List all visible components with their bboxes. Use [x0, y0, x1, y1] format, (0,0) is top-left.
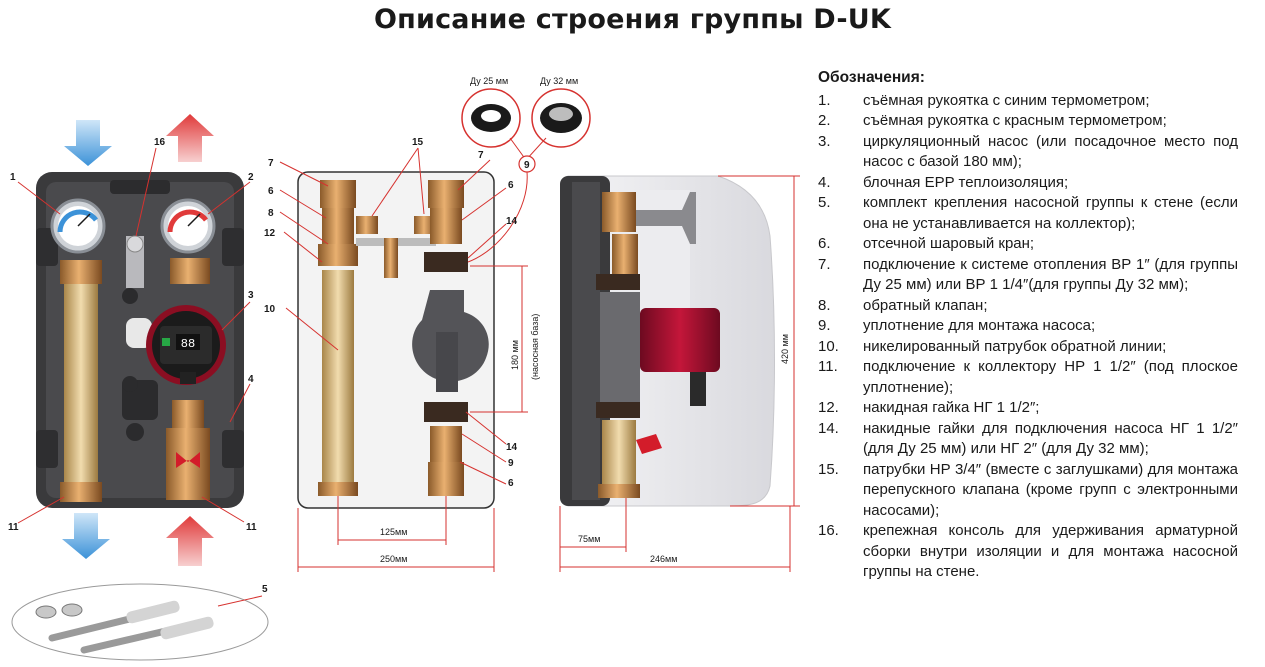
seal-label-du32: Ду 32 мм	[540, 76, 578, 86]
legend-item: 1. съёмная рукоятка с синим термометром;	[818, 91, 1238, 112]
hot-outflow-arrow-top	[166, 114, 214, 162]
legend-item: 9. уплотнение для монтажа насоса;	[818, 316, 1238, 337]
pump-display-value: 88	[181, 337, 195, 351]
dim-250mm: 250мм	[380, 554, 407, 564]
callout-14-bottom: 14	[506, 442, 518, 453]
legend-list: 1. съёмная рукоятка с синим термометром; 2…	[818, 91, 1238, 583]
legend-item-text: подключение к коллектору НР 1 1/2″ (под …	[863, 358, 1238, 396]
legend-item-text: уплотнение для монтажа насоса;	[863, 317, 1096, 334]
side-pump-motor	[640, 308, 720, 372]
legend: Обозначения: 1. съёмная рукоятка с синим …	[818, 68, 1238, 583]
legend-item-number: 12.	[818, 399, 839, 416]
legend-item-number: 16.	[818, 522, 839, 539]
legend-item-text: подключение к системе отопления ВР 1″ (д…	[863, 255, 1238, 294]
legend-item: 8. обратный клапан;	[818, 296, 1238, 317]
wall-mount-kit: 5	[11, 583, 269, 661]
exploded-view	[297, 171, 495, 509]
cold-outflow-arrow-bottom	[62, 513, 110, 559]
seal-label-du25: Ду 25 мм	[470, 76, 508, 86]
middle-callouts: 7 6 8 12 10 15 7 6 14 14 9 6	[264, 137, 518, 489]
legend-item-number: 7.	[818, 255, 831, 273]
callout-9-top: 9	[524, 160, 530, 171]
legend-item-text: блочная EPP теплоизоляция;	[863, 173, 1069, 191]
legend-item-number: 5.	[818, 194, 831, 211]
legend-item-number: 14.	[818, 419, 839, 437]
callout-6-bottom: 6	[508, 478, 514, 489]
side-handle	[636, 192, 696, 244]
callout-6-right: 6	[508, 180, 514, 191]
legend-item-text: крепежная консоль для удерживания армату…	[863, 522, 1238, 580]
legend-item: 6. отсечной шаровый кран;	[818, 234, 1238, 255]
legend-item: 11. подключение к коллектору НР 1 1/2″ (п…	[818, 357, 1238, 398]
middle-dimensions	[297, 265, 528, 572]
exploded-return-tube	[322, 270, 354, 492]
callout-2: 2	[248, 172, 254, 183]
legend-item: 5. комплект крепления насосной группы к с…	[818, 193, 1238, 234]
legend-item-number: 2.	[818, 112, 831, 129]
legend-item: 12. накидная гайка НГ 1 1/2″;	[818, 398, 1238, 419]
legend-item: 14. накидные гайки для подключения насоса…	[818, 419, 1238, 460]
return-tube	[64, 282, 98, 494]
dim-125mm: 125мм	[380, 527, 407, 537]
callout-11-right: 11	[246, 522, 257, 533]
legend-item: 3. циркуляционный насос (или посадочное м…	[818, 132, 1238, 173]
side-view	[560, 175, 775, 507]
callout-9-bottom: 9	[508, 458, 514, 469]
callout-11-left: 11	[8, 522, 19, 533]
red-ball-valve-handle	[176, 452, 200, 468]
legend-item-text: съёмная рукоятка с красным термометром;	[863, 112, 1167, 129]
callout-5: 5	[262, 584, 268, 595]
legend-item-number: 9.	[818, 317, 831, 334]
dim-246mm: 246мм	[650, 554, 677, 564]
legend-item-number: 8.	[818, 296, 831, 314]
assembled-group: 88	[36, 114, 244, 566]
legend-item-text: накидная гайка НГ 1 1/2″;	[863, 399, 1040, 416]
left-callouts: 1 2 16 3 4 11 11	[8, 137, 257, 533]
callout-3: 3	[248, 290, 254, 301]
pump-seals: Ду 25 мм Ду 32 мм 9	[461, 76, 591, 263]
legend-item-number: 1.	[818, 91, 831, 109]
callout-12: 12	[264, 228, 276, 239]
dim-180mm: 180 мм	[510, 340, 520, 370]
legend-item-number: 10.	[818, 337, 839, 355]
legend-heading: Обозначения:	[818, 69, 925, 86]
legend-item-text: отсечной шаровый кран;	[863, 235, 1035, 252]
legend-item: 4. блочная EPP теплоизоляция;	[818, 173, 1238, 194]
legend-item-text: съёмная рукоятка с синим термометром;	[863, 91, 1150, 109]
callout-7-right: 7	[478, 150, 484, 161]
legend-item: 10. никелированный патрубок обратной лини…	[818, 337, 1238, 358]
legend-item-text: обратный клапан;	[863, 296, 988, 314]
callout-14-top: 14	[506, 216, 518, 227]
hot-inflow-arrow-bottom	[166, 516, 214, 566]
callout-10: 10	[264, 304, 276, 315]
callout-6-left: 6	[268, 186, 274, 197]
legend-item: 7. подключение к системе отопления ВР 1″ …	[818, 255, 1238, 296]
legend-item-text: комплект крепления насосной группы к сте…	[863, 194, 1238, 232]
callout-7-left: 7	[268, 158, 274, 169]
legend-item-number: 11.	[818, 358, 838, 375]
callout-1: 1	[10, 172, 16, 183]
cold-inflow-arrow-top	[64, 120, 112, 166]
callout-15: 15	[412, 137, 424, 148]
legend-item-text: накидные гайки для подключения насоса НГ…	[863, 419, 1238, 458]
dim-75mm: 75мм	[578, 534, 600, 544]
legend-item-text: патрубки НР 3/4″ (вместе с заглушками) д…	[863, 460, 1238, 519]
legend-item-number: 3.	[818, 132, 831, 150]
legend-item-number: 6.	[818, 235, 831, 252]
dim-420mm: 420 мм	[780, 334, 790, 364]
legend-item-number: 15.	[818, 460, 839, 478]
legend-item: 2. съёмная рукоятка с красным термометром…	[818, 111, 1238, 132]
legend-item: 15. патрубки НР 3/4″ (вместе с заглушками…	[818, 460, 1238, 522]
page-title: Описание строения группы D-UK	[373, 4, 892, 35]
legend-item-text: циркуляционный насос (или посадочное мес…	[863, 132, 1238, 171]
legend-item-number: 4.	[818, 173, 831, 191]
legend-item-text: никелированный патрубок обратной линии;	[863, 337, 1167, 355]
callout-4: 4	[248, 374, 254, 385]
dim-180mm-note: (насосная база)	[530, 314, 540, 380]
legend-item: 16. крепежная консоль для удерживания арм…	[818, 521, 1238, 583]
callout-8: 8	[268, 208, 274, 219]
callout-16: 16	[154, 137, 166, 148]
side-dimensions	[559, 175, 800, 572]
